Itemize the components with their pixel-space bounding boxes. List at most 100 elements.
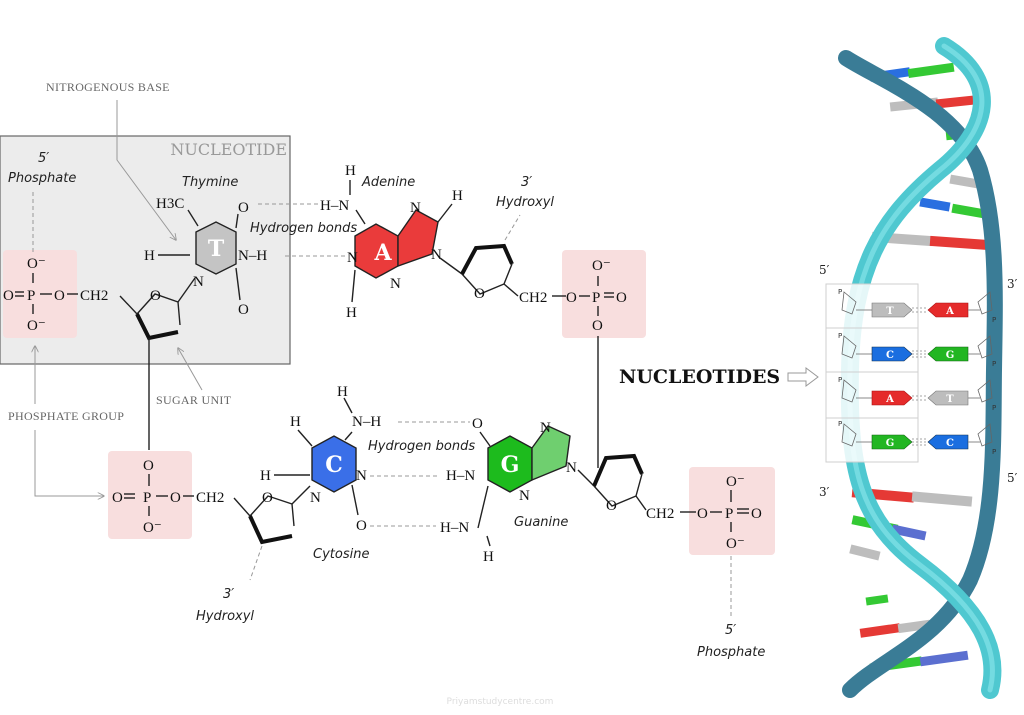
- ch2-bottom: CH2: [196, 490, 224, 506]
- p-mark: P: [992, 360, 996, 368]
- hydrogen-bonds-label-top: Hydrogen bonds: [250, 221, 357, 236]
- atom-o: O: [697, 506, 708, 522]
- atom-o-minus: O⁻: [27, 318, 46, 334]
- atom-h: H: [483, 549, 494, 565]
- adenine-letter: A: [373, 240, 392, 266]
- five-prime-label-bottom: 5′: [725, 623, 736, 638]
- p-mark: P: [992, 316, 996, 324]
- cytosine-letter: C: [325, 452, 343, 478]
- atom-o: O: [566, 290, 577, 306]
- atom-h: H: [290, 414, 301, 430]
- pair-3-left-letter: A: [885, 394, 894, 405]
- atom-o: O: [3, 288, 14, 304]
- atom-h: H: [452, 188, 463, 204]
- pair-1-right-letter: A: [945, 306, 954, 317]
- atom-n: N: [347, 250, 358, 266]
- hydroxyl-label-bottom: Hydroxyl: [196, 609, 254, 624]
- pair-2-right-letter: G: [946, 350, 955, 361]
- watermark: Priyamstudycentre.com: [447, 697, 554, 707]
- three-prime-label-bottom: 3′: [223, 587, 234, 602]
- guanine-ring-5: [531, 425, 571, 482]
- ch2-guanine: CH2: [646, 506, 674, 522]
- thymine-nh: N–H: [238, 248, 267, 264]
- phosphate-label-left: Phosphate: [8, 171, 76, 186]
- atom-n: N: [519, 488, 530, 504]
- phosphate-box-right: [562, 250, 646, 338]
- sugar-o-guanine: O: [606, 498, 617, 514]
- helix-pair-4: G C: [856, 434, 980, 450]
- sugar-unit-label: SUGAR UNIT: [156, 393, 232, 407]
- atom-o-minus: O⁻: [143, 520, 162, 536]
- helix-strand-back: [838, 50, 1003, 698]
- pair-3-right-letter: T: [946, 394, 954, 405]
- atom-h: H: [345, 163, 356, 179]
- thymine-label: Thymine: [182, 175, 238, 190]
- nucleotides-label: NUCLEOTIDES: [619, 366, 780, 388]
- helix-three-prime-top: 3′: [1007, 277, 1018, 291]
- atom-o: O: [238, 302, 249, 318]
- helix-five-prime-bottom: 5′: [1007, 471, 1018, 485]
- hydroxyl-label-top: Hydroxyl: [496, 195, 554, 210]
- phosphate-group-label: PHOSPHATE GROUP: [8, 409, 124, 423]
- cytosine-nh: N–H: [352, 414, 381, 430]
- nitrogenous-base-label: NITROGENOUS BASE: [46, 80, 170, 94]
- adenine-ring-5: [397, 209, 439, 267]
- guanine-amine-hn: H–N: [440, 520, 469, 536]
- atom-o-minus: O⁻: [592, 258, 611, 274]
- sugar-o-upper: O: [150, 288, 161, 304]
- phosphate-box-bottom: [108, 451, 192, 539]
- atom-p: P: [592, 290, 600, 306]
- atom-n: N: [431, 247, 442, 263]
- atom-h: H: [337, 384, 348, 400]
- atom-o: O: [472, 416, 483, 432]
- atom-n: N: [410, 200, 421, 216]
- atom-o: O: [616, 290, 627, 306]
- phosphate-label-bottom: Phosphate: [697, 645, 765, 660]
- ch2-left: CH2: [80, 288, 108, 304]
- atom-o: O: [238, 200, 249, 216]
- thymine-letter: T: [208, 236, 225, 262]
- adenine-hn: H–N: [320, 198, 349, 214]
- atom-o: O: [170, 490, 181, 506]
- atom-h: H: [144, 248, 155, 264]
- helix-five-prime-top: 5′: [819, 263, 830, 277]
- cytosine-ring: [311, 435, 357, 493]
- atom-o-minus: O⁻: [27, 256, 46, 272]
- atom-o: O: [592, 318, 603, 334]
- guanine-label: Guanine: [514, 515, 568, 530]
- phosphate-box-far-right: [689, 467, 775, 555]
- p-mark: P: [838, 288, 842, 296]
- guanine-hn: H–N: [446, 468, 475, 484]
- helix-pair-1: T A: [856, 302, 980, 318]
- guanine-letter: G: [501, 452, 520, 478]
- nucleotides-arrow: [787, 367, 819, 387]
- p-mark: P: [838, 420, 842, 428]
- hydrogen-bonds-label-bottom: Hydrogen bonds: [368, 439, 475, 454]
- atom-p: P: [27, 288, 35, 304]
- helix-pair-3: A T: [856, 390, 980, 406]
- helix-three-prime-bottom: 3′: [819, 485, 830, 499]
- helix-pair-2: C G: [856, 346, 980, 362]
- atom-o: O: [356, 518, 367, 534]
- atom-o-minus: O⁻: [726, 536, 745, 552]
- p-mark: P: [992, 448, 996, 456]
- atom-n: N: [193, 274, 204, 290]
- atom-o: O: [143, 458, 154, 474]
- pair-4-right-letter: C: [946, 438, 954, 449]
- five-prime-label-left: 5′: [38, 151, 49, 166]
- p-mark: P: [992, 404, 996, 412]
- atom-o-minus: O⁻: [726, 474, 745, 490]
- nucleotide-label: NUCLEOTIDE: [170, 140, 287, 159]
- atom-n: N: [390, 276, 401, 292]
- pair-2-left-letter: C: [886, 350, 894, 361]
- p-mark: P: [838, 376, 842, 384]
- atom-o: O: [112, 490, 123, 506]
- sugar-o-right: O: [474, 286, 485, 302]
- atom-o: O: [54, 288, 65, 304]
- atom-n: N: [356, 468, 367, 484]
- ch2-right: CH2: [519, 290, 547, 306]
- three-prime-label-top: 3′: [521, 175, 532, 190]
- h3c-label: H3C: [156, 196, 184, 212]
- thymine-ring: [195, 221, 237, 275]
